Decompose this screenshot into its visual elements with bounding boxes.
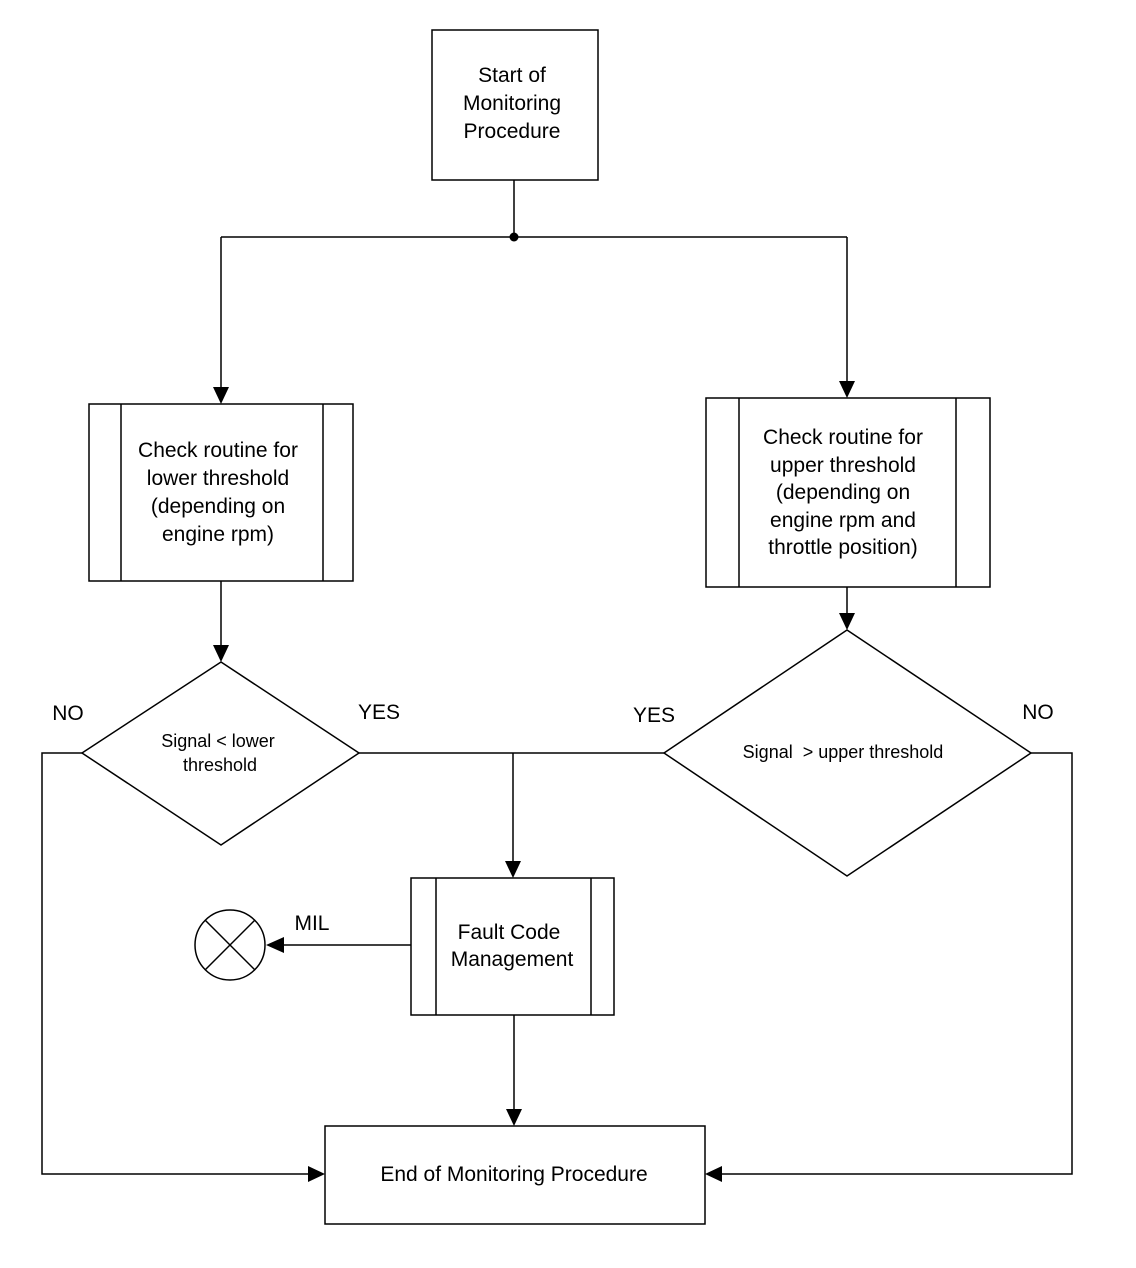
node-fault-code-line-2: Management — [451, 948, 574, 971]
arrow-check-upper — [839, 381, 855, 398]
arrow-fault-code — [505, 861, 521, 878]
arrow-end-center — [506, 1109, 522, 1126]
node-check-lower-line-4: engine rpm) — [162, 523, 274, 546]
arrow-end-right — [705, 1166, 722, 1182]
node-decision-upper: Signal > upper threshold — [662, 629, 1033, 877]
node-check-lower-line-3: (depending on — [151, 495, 285, 518]
node-decision-upper-line-1: Signal > upper threshold — [743, 742, 944, 762]
node-decision-lower-line-1: Signal < lower — [161, 731, 275, 751]
node-decision-lower: Signal < lower threshold — [80, 661, 361, 846]
node-decision-lower-line-2: threshold — [183, 755, 257, 775]
node-check-lower-line-1: Check routine for — [138, 439, 298, 462]
node-start-line-3: Procedure — [464, 120, 561, 143]
node-end-line-1: End of Monitoring Procedure — [380, 1163, 647, 1186]
node-fault-code: Fault Code Management — [410, 877, 615, 1016]
arrow-decision-upper — [839, 613, 855, 630]
edge-upper-no — [718, 752, 1073, 1175]
node-check-upper-line-2: upper threshold — [770, 454, 916, 477]
node-fault-code-line-1: Fault Code — [458, 921, 561, 944]
label-lower-yes: YES — [358, 701, 400, 724]
label-lower-no: NO — [52, 702, 84, 725]
node-start-line-1: Start of — [478, 64, 546, 87]
node-check-upper-line-4: engine rpm and — [770, 509, 916, 532]
node-start-line-2: Monitoring — [463, 92, 561, 115]
label-mil: MIL — [294, 912, 329, 935]
node-check-upper-line-1: Check routine for — [763, 426, 923, 449]
edge-labels: NO YES YES NO MIL — [52, 701, 1054, 935]
node-check-upper: Check routine for upper threshold (depen… — [705, 397, 991, 588]
arrow-mil — [266, 937, 284, 953]
node-check-lower: Check routine for lower threshold (depen… — [88, 403, 354, 582]
edge-lower-no — [41, 752, 312, 1175]
arrow-decision-lower — [213, 645, 229, 662]
node-start: Start of Monitoring Procedure — [431, 29, 599, 181]
connectors — [41, 180, 1073, 1182]
arrow-check-lower — [213, 387, 229, 404]
node-end: End of Monitoring Procedure — [324, 1125, 706, 1225]
arrow-end-left — [308, 1166, 325, 1182]
label-upper-no: NO — [1022, 701, 1054, 724]
label-upper-yes: YES — [633, 704, 675, 727]
node-check-upper-line-5: throttle position) — [768, 536, 917, 559]
junction-dot — [509, 232, 519, 242]
lamp-x-icon — [194, 909, 266, 981]
node-check-lower-line-2: lower threshold — [147, 467, 289, 490]
node-check-upper-line-3: (depending on — [776, 481, 910, 504]
